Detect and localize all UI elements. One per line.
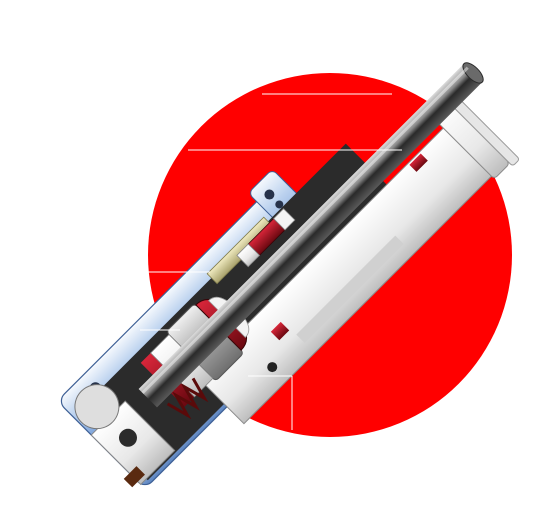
rod-seal-pack (236, 208, 296, 268)
spring (166, 377, 209, 420)
leader-lines (140, 93, 402, 430)
port-hole (267, 362, 278, 373)
port-hole (275, 200, 284, 209)
seal (409, 153, 428, 172)
outer-sleeve (195, 90, 519, 425)
cylinder-assembly (60, 62, 519, 488)
port-hole (264, 189, 275, 200)
guide-bushing (74, 384, 176, 488)
seal (270, 321, 290, 341)
